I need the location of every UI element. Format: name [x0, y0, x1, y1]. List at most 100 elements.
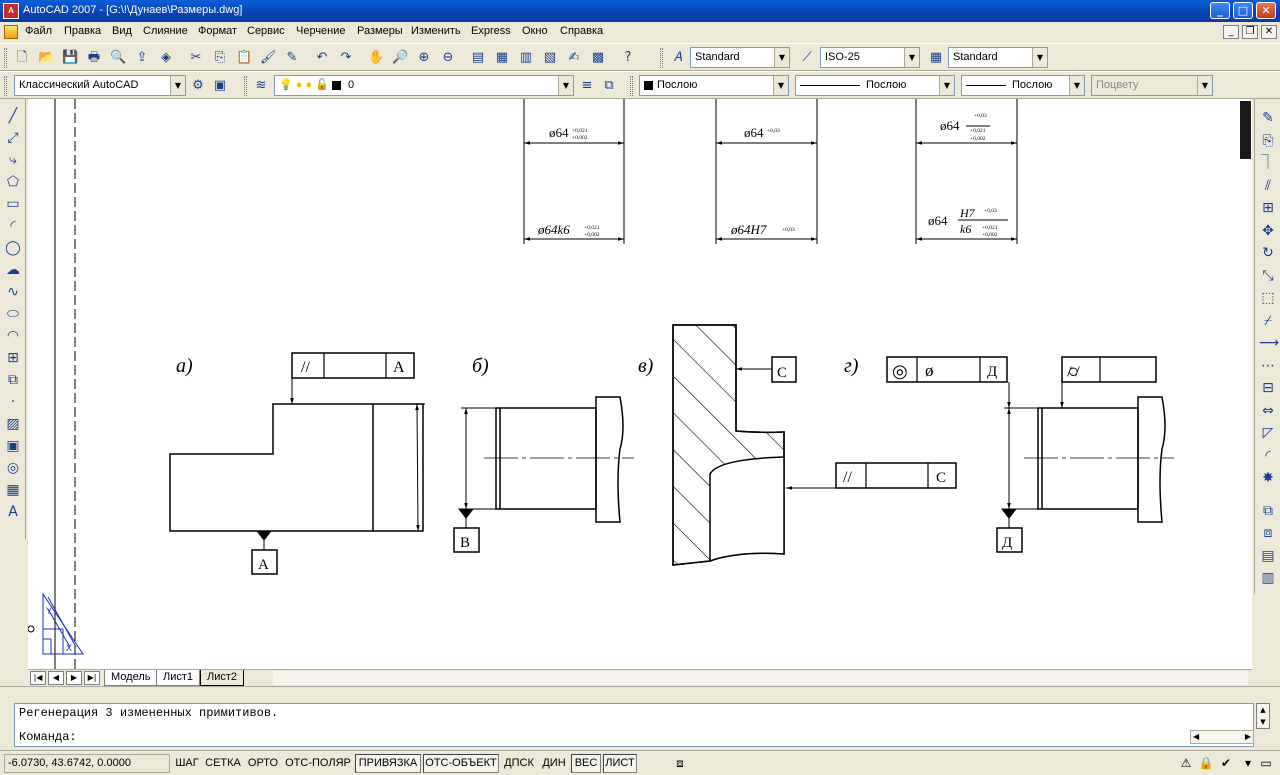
draworder-under-icon[interactable]: ▥	[1261, 570, 1275, 586]
figure-g[interactable]	[886, 356, 1174, 553]
paste-icon[interactable]: 📋	[236, 50, 253, 65]
tab-model[interactable]: Модель	[104, 670, 158, 686]
break-icon[interactable]: ⊟	[1262, 380, 1274, 396]
prev-tab-icon[interactable]: ◀	[48, 671, 64, 685]
clean-screen-icon[interactable]: ▭	[1260, 756, 1272, 770]
status-ortho-button[interactable]: ОРТО	[247, 757, 279, 769]
offset-icon[interactable]: ⫽	[1264, 177, 1272, 194]
explode-icon[interactable]: ✸	[1262, 470, 1274, 486]
menu-tools[interactable]: Сервис	[247, 25, 285, 37]
dim-block-1[interactable]	[523, 99, 625, 244]
last-tab-icon[interactable]: ▶|	[84, 671, 100, 685]
spline-icon[interactable]: ∿	[7, 284, 19, 300]
rectangle-icon[interactable]: ▭	[6, 196, 20, 212]
status-dyn-button[interactable]: ДИН	[542, 757, 566, 769]
first-tab-icon[interactable]: |◀	[30, 671, 46, 685]
lock-icon[interactable]: 🔓	[315, 79, 329, 91]
chevron-down-icon[interactable]: ▼	[1032, 48, 1047, 67]
draworder-above-icon[interactable]: ▤	[1261, 547, 1275, 564]
sun-icon[interactable]: ●	[295, 79, 303, 91]
design-center-icon[interactable]: ▦	[495, 50, 509, 65]
trim-icon[interactable]: ⌿	[1263, 312, 1273, 329]
status-grid-button[interactable]: СЕТКА	[205, 757, 241, 769]
new-icon[interactable]: 🗋	[16, 50, 28, 65]
chevron-down-icon[interactable]: ▼	[558, 76, 573, 95]
tool-palettes-icon[interactable]: ▥	[519, 50, 533, 65]
copy-icon[interactable]: ⎘	[214, 50, 226, 65]
communication-center-icon[interactable]: ⚠	[1180, 756, 1192, 770]
revision-cloud-icon[interactable]: ☁	[6, 262, 20, 278]
text-style-select[interactable]: Standard▼	[690, 47, 790, 68]
array-icon[interactable]: ⊞	[1262, 200, 1274, 216]
toolbar-grip[interactable]	[660, 48, 663, 68]
command-prompt[interactable]: Команда:	[19, 730, 77, 744]
linetype-select[interactable]: Послою▼	[795, 75, 955, 96]
maximize-button[interactable]: □	[1233, 2, 1253, 19]
drawing-vertical-scrollbar[interactable]	[1239, 99, 1252, 669]
region-icon[interactable]: ◎	[6, 460, 20, 476]
toolbar-grip[interactable]	[4, 76, 7, 96]
command-scrollbar[interactable]: ▲▼	[1256, 703, 1270, 729]
block-editor-icon[interactable]: ✎	[286, 50, 298, 65]
workspace-settings-icon[interactable]: ⚙	[192, 78, 204, 93]
lock-toolbar-icon[interactable]: 🔒	[1198, 756, 1214, 770]
menu-window[interactable]: Окно	[522, 25, 548, 37]
pan-icon[interactable]: ✋	[368, 50, 385, 65]
drawing-canvas[interactable]: ø64 +0,021 +0,002 ø64k6 +0,021 +0,002 ø6…	[28, 99, 1252, 669]
workspace-select[interactable]: Классический AutoCAD▼	[14, 75, 186, 96]
close-button[interactable]: ✕	[1256, 2, 1276, 19]
trusted-icon[interactable]: ✔	[1220, 756, 1232, 770]
coordinate-readout[interactable]: -6.0730, 43.6742, 0.0000	[4, 754, 170, 773]
3d-dwf-icon[interactable]: ◈	[161, 50, 171, 65]
doc-restore-button[interactable]: ❐	[1242, 25, 1258, 39]
dim-style-select[interactable]: ISO-25▼	[820, 47, 920, 68]
scroll-thumb[interactable]	[1240, 101, 1251, 159]
sheet-set-icon[interactable]: ▧	[543, 50, 557, 65]
chamfer-icon[interactable]: ◸	[1262, 425, 1274, 441]
table-style-select[interactable]: Standard▼	[948, 47, 1048, 68]
polygon-icon[interactable]: ⬠	[6, 174, 20, 190]
status-ducs-button[interactable]: ДПСК	[504, 757, 534, 769]
layer-select[interactable]: 💡 ● ● 🔓 0 ▼	[274, 75, 574, 96]
color-select[interactable]: Послою▼	[639, 75, 789, 96]
copy-object-icon[interactable]: ⎘	[1262, 132, 1274, 149]
status-osnap-button[interactable]: ПРИВЯЗКА	[355, 754, 421, 773]
table-icon[interactable]: ▦	[6, 482, 20, 498]
fillet-icon[interactable]: ◜	[1265, 447, 1271, 464]
command-hscroll[interactable]: ◀▶	[1190, 730, 1254, 744]
maximize-viewport-icon[interactable]: ⧈	[676, 756, 684, 770]
stretch-icon[interactable]: ⬚	[1261, 290, 1275, 306]
chevron-down-icon[interactable]: ▼	[1069, 76, 1084, 95]
open-icon[interactable]: 📂	[38, 50, 55, 65]
tab-sheet1[interactable]: Лист1	[156, 670, 201, 686]
chevron-left-icon[interactable]: ◀	[1193, 732, 1200, 741]
toolbar-grip[interactable]	[4, 48, 7, 68]
multiline-text-icon[interactable]: A	[8, 504, 18, 520]
menu-view[interactable]: Вид	[112, 25, 132, 37]
chevron-down-icon[interactable]: ▼	[773, 76, 788, 95]
status-lwt-button[interactable]: ВЕС	[571, 754, 601, 773]
save-icon[interactable]: 💾	[62, 50, 79, 65]
menu-draw[interactable]: Черчение	[296, 25, 346, 37]
chevron-down-icon[interactable]: ▼	[904, 48, 919, 67]
figure-b[interactable]	[453, 396, 634, 553]
chevron-right-icon[interactable]: ▶	[1244, 732, 1251, 741]
chevron-down-icon[interactable]: ▼	[170, 76, 185, 95]
construction-line-icon[interactable]: ⤢	[7, 130, 19, 146]
tab-sheet2[interactable]: Лист2	[200, 670, 245, 686]
quickcalc-icon[interactable]: ▩	[591, 50, 605, 65]
match-properties-icon[interactable]: 🖌	[260, 50, 277, 65]
make-block-icon[interactable]: ⧉	[8, 372, 18, 388]
draworder-back-icon[interactable]: ⧈	[1263, 525, 1273, 541]
doc-minimize-button[interactable]: _	[1223, 25, 1239, 39]
circle-icon[interactable]: ◯	[5, 240, 21, 256]
publish-icon[interactable]: ⇪	[136, 50, 148, 65]
zoom-previous-icon[interactable]: ⊖	[442, 50, 454, 65]
status-polar-button[interactable]: ОТС-ПОЛЯР	[285, 757, 351, 769]
plot-icon[interactable]: 🖶	[87, 50, 101, 65]
zoom-realtime-icon[interactable]: 🔎	[392, 50, 409, 65]
ellipse-icon[interactable]: ⬭	[7, 306, 19, 322]
autocad-logo-icon[interactable]: A	[3, 3, 19, 19]
toolbar-grip[interactable]	[244, 76, 247, 96]
status-menu-icon[interactable]: ▾	[1244, 756, 1252, 770]
